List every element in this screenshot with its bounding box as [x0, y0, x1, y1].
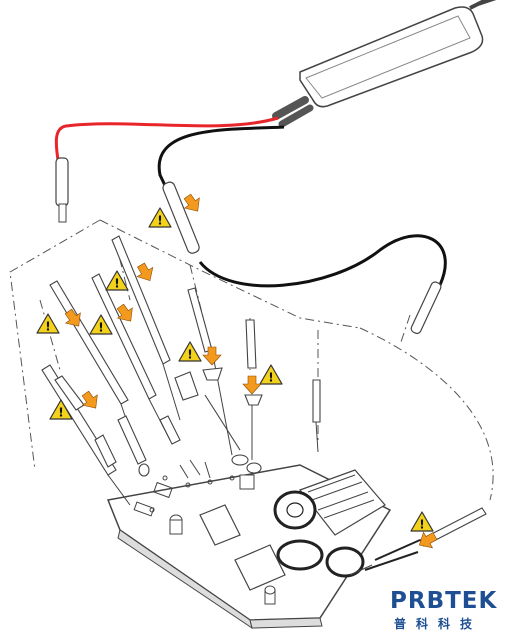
- brand-logo-sub: 普科科技: [394, 617, 483, 631]
- brand-logo-main: PRBTEK: [390, 588, 498, 614]
- black-lead-extension: [198, 234, 447, 288]
- black-lead-probe: [410, 281, 442, 335]
- black-lead-connector: [162, 181, 200, 254]
- brand-logo: PRBTEK 普科科技: [390, 588, 500, 632]
- probe-body: [272, 0, 497, 128]
- red-lead-connector: [55, 157, 69, 223]
- transformer: [299, 469, 386, 536]
- probe-tip-4: [111, 235, 199, 421]
- probe-tip-7: [312, 379, 321, 453]
- probe-tip-3: [91, 273, 181, 445]
- components: [133, 459, 235, 517]
- red-lead: [54, 116, 279, 161]
- circuit-board: [106, 459, 392, 630]
- inductor-coil: [273, 490, 365, 578]
- probe-tip-1: [41, 364, 131, 506]
- black-lead: [157, 125, 285, 201]
- capacitors: [169, 474, 286, 605]
- probe-tip-5: [187, 287, 249, 466]
- probe-tip-6: [244, 319, 263, 474]
